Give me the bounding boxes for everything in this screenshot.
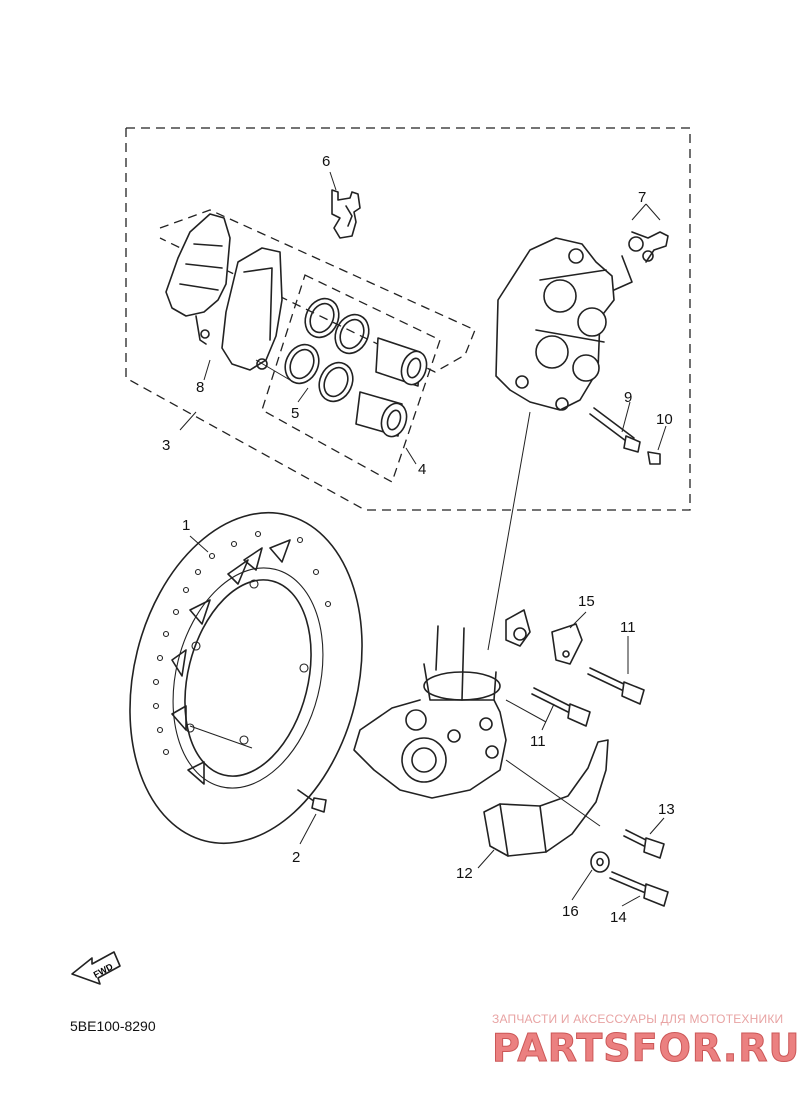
piston-kit-boundary (261, 274, 441, 483)
bracket-bolt-upper (587, 667, 645, 705)
piston-seals (284, 297, 370, 403)
watermark-logo[interactable]: PARTSFOR.RU (491, 1026, 800, 1071)
callout-9: 9 (624, 389, 632, 406)
callout-7: 7 (638, 189, 646, 206)
callout-4: 4 (418, 461, 426, 478)
callout-1: 1 (182, 517, 190, 534)
callout-13: 13 (658, 801, 675, 818)
pad-pin-nut (647, 451, 661, 465)
pad-pin-bolt (589, 407, 641, 453)
bracket-bolt-lower (531, 687, 591, 727)
disc-guard (483, 739, 609, 857)
callout-5: 5 (291, 405, 299, 422)
brake-disc (129, 511, 363, 845)
callout-3: 3 (162, 437, 170, 454)
diagram-code: 5BE100-8290 (70, 1018, 156, 1034)
callout-6: 6 (322, 153, 330, 170)
callout-leaders (179, 171, 667, 907)
guard-bolt-13 (623, 829, 665, 859)
callout-12: 12 (456, 865, 473, 882)
watermark-tagline: ЗАПЧАСТИ И АКСЕССУАРЫ ДЛЯ МОТОТЕХНИКИ (492, 1012, 784, 1026)
callout-10: 10 (656, 411, 673, 428)
guard-bracket (551, 623, 583, 665)
bleed-screw (613, 231, 669, 291)
disc-vent-holes (152, 530, 332, 756)
callout-16: 16 (562, 903, 579, 920)
alignment-lines (189, 359, 601, 827)
callout-15: 15 (578, 593, 595, 610)
brake-caliper (495, 237, 615, 411)
callout-14: 14 (610, 909, 627, 926)
brake-pad-inner (221, 247, 283, 371)
disc-bolt (297, 789, 327, 813)
guard-washer (590, 851, 610, 873)
callout-11-upper: 11 (620, 619, 636, 636)
pad-clip (331, 189, 361, 239)
caliper-assembly-boundary (125, 127, 691, 511)
front-fork (353, 609, 531, 799)
brake-pad-outer (165, 213, 231, 345)
fwd-arrow-icon: FWD (71, 951, 121, 985)
callout-11-lower: 11 (530, 733, 546, 750)
callout-2: 2 (292, 849, 300, 866)
callout-8: 8 (196, 379, 204, 396)
pistons (355, 337, 428, 438)
guard-bolt-14 (609, 871, 669, 907)
